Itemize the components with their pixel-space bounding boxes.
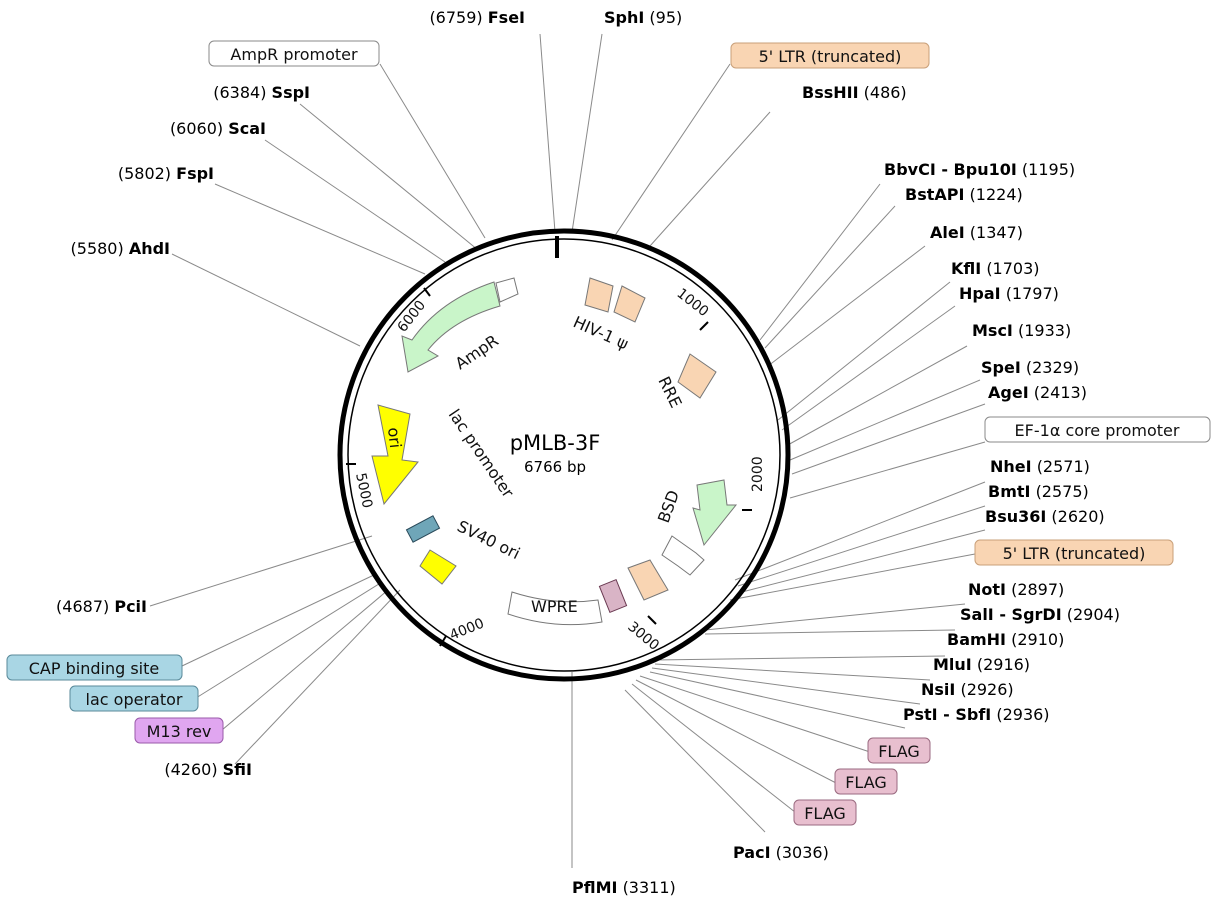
tick-5000: 5000 (352, 472, 375, 510)
site-bamhi: BamHI (2910) (947, 630, 1064, 649)
tick-2000: 2000 (750, 456, 766, 492)
site-kfli: KflI (1703) (951, 259, 1040, 278)
site-bmti: BmtI (2575) (988, 482, 1089, 501)
flag1-text: FLAG (878, 742, 920, 761)
site-bsu36i: Bsu36I (2620) (985, 507, 1105, 526)
leader-lines (149, 33, 986, 868)
ltr-top-box (730, 42, 930, 69)
site-hpai: HpaI (1797) (959, 284, 1059, 303)
site-fsei: (6759) FseI (429, 8, 525, 27)
site-sphi: SphI (95) (604, 8, 682, 27)
ef1a-text: EF-1α core promoter (1015, 421, 1180, 440)
m13-text: M13 rev (147, 722, 212, 741)
bsd-feature (692, 479, 738, 547)
flag1-box (867, 737, 931, 764)
hiv-psi-feature (613, 285, 646, 323)
site-spei: SpeI (2329) (981, 358, 1079, 377)
site-alei: AleI (1347) (930, 223, 1023, 242)
ltr-right-text: 5' LTR (truncated) (1003, 544, 1146, 563)
m13-box (134, 717, 224, 744)
ori-label: ori (384, 426, 405, 449)
site-sali: SalI - SgrDI (2904) (960, 605, 1120, 624)
backbone-inner (347, 238, 781, 672)
features (371, 277, 738, 626)
site-sfii: (4260) SfiI (164, 760, 252, 779)
tick-3000: 3000 (624, 619, 662, 654)
site-mlui: MluI (2916) (933, 655, 1030, 674)
ef1a-box (984, 416, 1211, 443)
ltr5-feature (584, 277, 614, 313)
wpre-label: WPRE (531, 597, 578, 616)
lac-elements (405, 515, 441, 543)
site-pcii: (4687) PciI (56, 597, 147, 616)
plasmid-length: 6766 bp (524, 458, 586, 476)
site-paci: PacI (3036) (733, 843, 829, 862)
flag3-box (793, 799, 857, 826)
site-bsshii: BssHII (486) (802, 83, 907, 102)
sv40-label: SV40 ori (454, 517, 523, 564)
ampr-label: AmpR (452, 331, 502, 373)
wpre-feature (507, 591, 603, 626)
flag3-text: FLAG (804, 804, 846, 823)
site-noti: NotI (2897) (968, 580, 1064, 599)
sv40-ori-feature (419, 549, 457, 585)
site-labels: (6759) FseI SphI (95) BssHII (486) (6384… (56, 8, 1120, 897)
site-bbvci: BbvCI - Bpu10I (1195) (884, 160, 1075, 179)
ampr-promoter-box (208, 40, 380, 67)
site-agei: AgeI (2413) (988, 383, 1087, 402)
flag2-text: FLAG (845, 773, 887, 792)
cap-text: CAP binding site (29, 659, 159, 678)
ori-feature (371, 404, 419, 506)
boxed-labels: AmpR promoter 5' LTR (truncated) EF-1α c… (6, 40, 1211, 826)
lacop-text: lac operator (86, 690, 183, 709)
ltr-right-box (974, 539, 1174, 566)
plasmid-name: pMLB-3F (510, 431, 601, 455)
tick-marks (346, 287, 752, 647)
site-bstapi: BstAPI (1224) (905, 185, 1023, 204)
site-fspi: (5802) FspI (118, 164, 214, 183)
ltr-top-text: 5' LTR (truncated) (759, 47, 902, 66)
lacop-box (69, 685, 199, 712)
lac-promoter-label: lac promoter (445, 406, 518, 502)
flag2-box (834, 768, 898, 795)
site-pflmi: PflMI (3311) (572, 878, 676, 897)
site-scai: (6060) ScaI (170, 119, 266, 138)
site-sspi: (6384) SspI (213, 83, 310, 102)
ef1a-feature (661, 535, 705, 576)
site-nhei: NheI (2571) (990, 457, 1090, 476)
rre-feature (677, 353, 717, 399)
site-psti: PstI - SbfI (2936) (903, 705, 1050, 724)
tick-1000: 1000 (674, 286, 712, 321)
bsd-label: BSD (654, 488, 683, 526)
ltr-right-feature (627, 559, 669, 601)
cap-box (6, 654, 183, 681)
backbone-outer (337, 228, 791, 682)
ampr-promoter-feature (495, 277, 519, 303)
flag-marks (598, 578, 628, 614)
site-nsii: NsiI (2926) (921, 680, 1014, 699)
ampr-promoter-text: AmpR promoter (230, 45, 358, 64)
site-msci: MscI (1933) (972, 321, 1071, 340)
ampr-feature (401, 281, 501, 373)
tick-4000: 4000 (448, 616, 487, 644)
hiv-psi-label: HIV-1 ψ (570, 312, 631, 353)
site-ahdi: (5580) AhdI (71, 239, 170, 258)
